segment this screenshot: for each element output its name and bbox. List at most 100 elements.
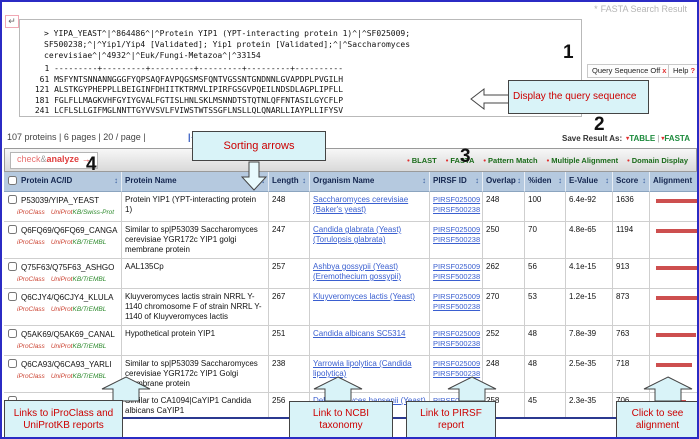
uniprotkb-link[interactable]: UniProtKB/TrEMBL xyxy=(51,343,107,350)
uniprotkb-link[interactable]: UniProtKB/TrEMBL xyxy=(51,373,107,380)
pirsf-link[interactable]: PIRSF025009 xyxy=(433,329,481,338)
row-checkbox[interactable] xyxy=(8,225,17,234)
source-label: UniProt xyxy=(50,373,73,380)
analysis-link-domain-display[interactable]: •Domain Display xyxy=(627,156,688,165)
sort-arrows-icon[interactable]: ↕ xyxy=(114,176,118,185)
sort-arrows-icon[interactable]: ↕ xyxy=(422,176,426,185)
iproclass-link[interactable]: iProClass xyxy=(17,306,45,313)
pirsf-link[interactable]: PIRSF025009 xyxy=(433,262,481,271)
callout-see-alignment: Click to see alignment xyxy=(616,401,697,437)
column-header-length[interactable]: Length↕ xyxy=(269,172,310,192)
percent-iden-cell: 56 xyxy=(525,259,566,289)
sort-arrows-icon[interactable]: ↕ xyxy=(302,176,306,185)
help-button[interactable]: Help? xyxy=(668,64,697,78)
column-header-score[interactable]: Score↕ xyxy=(613,172,650,192)
pirsf-link[interactable]: PIRSF500238 xyxy=(433,339,481,348)
source-label: iProClass xyxy=(17,343,45,350)
check-analyze-button[interactable]: check&analyze → xyxy=(10,152,98,169)
source-label: UniProt xyxy=(50,306,73,313)
column-header-label: Length xyxy=(272,176,299,185)
alignment-bar[interactable] xyxy=(656,229,697,233)
save-result-label: Save Result As: xyxy=(562,134,623,143)
column-header-protein-ac-id[interactable]: Protein AC/ID↕ xyxy=(4,172,122,192)
overlap-cell: 252 xyxy=(483,326,525,356)
pirsf-link[interactable]: PIRSF025009 xyxy=(433,225,481,234)
score-cell: 718 xyxy=(613,356,650,393)
pirsf-link[interactable]: PIRSF500238 xyxy=(433,235,481,244)
title-marker-icon: * xyxy=(594,4,598,14)
alignment-bar[interactable] xyxy=(656,266,697,270)
column-header-label: Organism Name xyxy=(313,176,375,185)
organism-link[interactable]: Candida albicans SC5314 xyxy=(313,329,406,338)
organism-link[interactable]: Kluyveromyces lactis (Yeast) xyxy=(313,292,415,301)
source-label: UniProt xyxy=(50,343,73,350)
pirsf-link[interactable]: PIRSF025009 xyxy=(433,195,481,204)
uniprotkb-link[interactable]: UniProtKB/TrEMBL xyxy=(51,276,107,283)
iproclass-link[interactable]: iProClass xyxy=(17,373,45,380)
column-header-e-value[interactable]: E-Value↕ xyxy=(566,172,613,192)
alignment-bar[interactable] xyxy=(656,333,696,337)
iproclass-link[interactable]: iProClass xyxy=(17,239,45,246)
alignment-bar[interactable] xyxy=(656,296,697,300)
pirsf-link[interactable]: PIRSF025009 xyxy=(433,292,481,301)
iproclass-link[interactable]: iProClass xyxy=(17,209,45,216)
protein-ac-id: Q6FQ69/Q6FQ69_CANGA xyxy=(21,226,118,235)
save-as-table-link[interactable]: ▾TABLE xyxy=(626,134,655,143)
bullet-icon: • xyxy=(445,156,449,165)
analysis-link-multiple-alignment[interactable]: •Multiple Alignment xyxy=(547,156,618,165)
row-checkbox[interactable] xyxy=(8,292,17,301)
row-checkbox[interactable] xyxy=(8,195,17,204)
protein-ac-id-cell: Q6FQ69/Q6FQ69_CANGA iProClass UniProtKB/Tr… xyxy=(4,222,122,259)
score-cell: 913 xyxy=(613,259,650,289)
pirsf-link[interactable]: PIRSF025009 xyxy=(433,359,481,368)
length-cell: 248 xyxy=(269,192,310,222)
iproclass-link[interactable]: iProClass xyxy=(17,343,45,350)
row-checkbox[interactable] xyxy=(8,359,17,368)
analysis-link-pattern-match[interactable]: •Pattern Match xyxy=(483,156,537,165)
sort-arrows-icon[interactable]: ↕ xyxy=(475,176,479,185)
source-links: iProClass UniProtKB/Swiss-Prot xyxy=(7,208,118,218)
pirsf-link[interactable]: PIRSF500238 xyxy=(433,302,481,311)
uniprotkb-link[interactable]: UniProtKB/Swiss-Prot xyxy=(51,209,114,216)
organism-link[interactable]: Yarrowia lipolytica (Candida lipolytica) xyxy=(313,359,412,378)
column-header-organism-name[interactable]: Organism Name ↕ xyxy=(310,172,430,192)
sort-arrows-icon[interactable]: ↕ xyxy=(605,176,609,185)
pirsf-link[interactable]: PIRSF500238 xyxy=(433,369,481,378)
organism-link[interactable]: Candida glabrata (Yeast) (Torulopsis gla… xyxy=(313,225,402,244)
row-checkbox[interactable] xyxy=(8,329,17,338)
organism-link[interactable]: Saccharomyces cerevisiae (Baker's yeast) xyxy=(313,195,409,214)
sort-arrows-icon[interactable]: ↕ xyxy=(642,176,646,185)
pirsf-link[interactable]: PIRSF500238 xyxy=(433,205,481,214)
pirsf-link[interactable]: PIRSF500238 xyxy=(433,272,481,281)
row-checkbox[interactable] xyxy=(8,262,17,271)
alignment-bar[interactable] xyxy=(656,199,697,203)
uniprotkb-link[interactable]: UniProtKB/TrEMBL xyxy=(51,239,107,246)
uniprotkb-link[interactable]: UniProtKB/TrEMBL xyxy=(51,306,107,313)
pirsf-link[interactable]: PIRSF025009 xyxy=(433,396,480,406)
iproclass-link[interactable]: iProClass xyxy=(17,276,45,283)
column-header-percent-iden[interactable]: %iden↕ xyxy=(525,172,566,192)
select-all-checkbox[interactable] xyxy=(8,176,17,185)
column-header-pirsf-id[interactable]: PIRSF ID↕ xyxy=(430,172,483,192)
back-icon[interactable]: ↵ xyxy=(5,15,19,28)
analysis-link-fasta[interactable]: •FASTA xyxy=(446,156,475,165)
analysis-link-blast[interactable]: •BLAST xyxy=(407,156,437,165)
query-sequence-text: 1 ---------+---------+---------+--------… xyxy=(34,64,344,115)
source-label: KB/Swiss-Prot xyxy=(72,209,115,216)
sort-arrows-icon[interactable]: ↕ xyxy=(517,176,521,185)
alignment-bar[interactable] xyxy=(656,363,692,367)
organism-link[interactable]: Ashbya gossypii (Yeast) (Eremothecium go… xyxy=(313,262,402,281)
column-header-overlap[interactable]: Overlap↕ xyxy=(483,172,525,192)
download-icon: ▾ xyxy=(626,136,630,142)
sort-arrows-icon[interactable]: ↕ xyxy=(558,176,562,185)
save-as-fasta-link[interactable]: ▾FASTA xyxy=(661,134,690,143)
column-header-alignment[interactable]: Alignment xyxy=(650,172,697,192)
e-value-cell: 4.8e-65 xyxy=(566,222,613,259)
